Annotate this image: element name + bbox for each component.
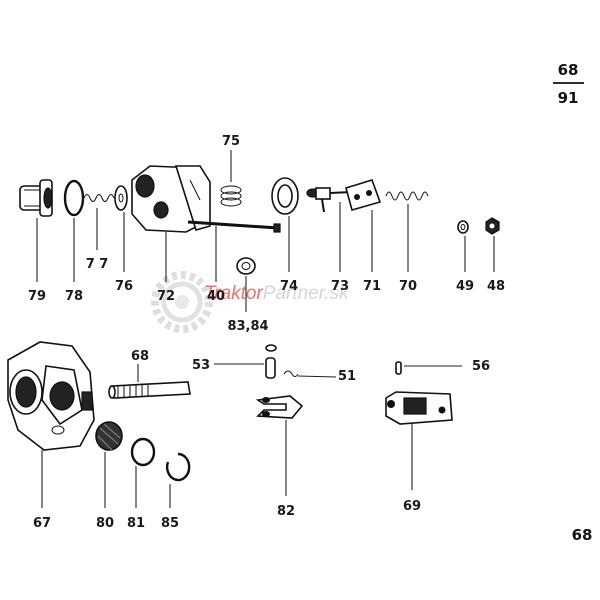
label-67: 67	[33, 516, 51, 531]
part-40-rod	[187, 220, 281, 233]
gear-icon	[151, 271, 213, 333]
part-72-valve-housing	[131, 165, 211, 233]
part-53-pins	[265, 344, 277, 379]
part-75-spring	[220, 185, 242, 207]
label-73: 73	[331, 279, 349, 294]
label-71: 71	[363, 279, 381, 294]
section-number: 68	[558, 61, 579, 79]
part-68-shaft	[108, 381, 191, 399]
part-82-fork	[255, 395, 304, 419]
label-40: 40	[207, 289, 225, 304]
label-70: 70	[399, 279, 417, 294]
part-49-washer	[457, 220, 469, 234]
label-56: 56	[472, 359, 490, 374]
watermark-text: TraktorPartner.sk	[204, 283, 350, 304]
part-78-gasket	[63, 179, 85, 217]
part-71-plate	[345, 179, 382, 211]
part-73-valve-stem	[306, 187, 353, 213]
part-48-nut	[485, 217, 500, 235]
part-56-pin	[395, 361, 402, 375]
part-79-plug	[19, 179, 53, 217]
part-77-spring	[83, 194, 115, 202]
label-80: 80	[96, 516, 114, 531]
page-number: 91	[558, 89, 579, 107]
part-83-84-washer	[236, 257, 256, 275]
label-69: 69	[403, 499, 421, 514]
label-51: 51	[338, 369, 356, 384]
footer-number: 68	[572, 526, 593, 544]
part-51-spring-clip	[283, 370, 299, 377]
part-85-circlip	[165, 452, 191, 482]
label-75: 75	[222, 134, 240, 149]
label-85: 85	[161, 516, 179, 531]
label-68: 68	[131, 349, 149, 364]
label-48: 48	[487, 279, 505, 294]
label-83-84: 83,84	[227, 319, 268, 334]
label-76: 76	[115, 279, 133, 294]
label-77: 7 7	[86, 257, 109, 272]
label-49: 49	[456, 279, 474, 294]
part-76-washer	[114, 185, 128, 211]
label-78: 78	[65, 289, 83, 304]
label-72: 72	[157, 289, 175, 304]
part-67-main-housing	[7, 341, 95, 451]
label-79: 79	[28, 289, 46, 304]
label-74: 74	[280, 279, 298, 294]
label-53: 53	[192, 358, 210, 373]
part-80-filter	[95, 421, 123, 451]
part-69-valve-body	[385, 391, 453, 425]
label-81: 81	[127, 516, 145, 531]
part-74-seal-ring	[271, 177, 299, 215]
watermark: TraktorPartner.sk	[151, 271, 350, 333]
part-81-ring	[130, 437, 156, 467]
label-82: 82	[277, 504, 295, 519]
page-reference: 68 91	[553, 61, 584, 107]
part-70-spring	[385, 191, 429, 201]
